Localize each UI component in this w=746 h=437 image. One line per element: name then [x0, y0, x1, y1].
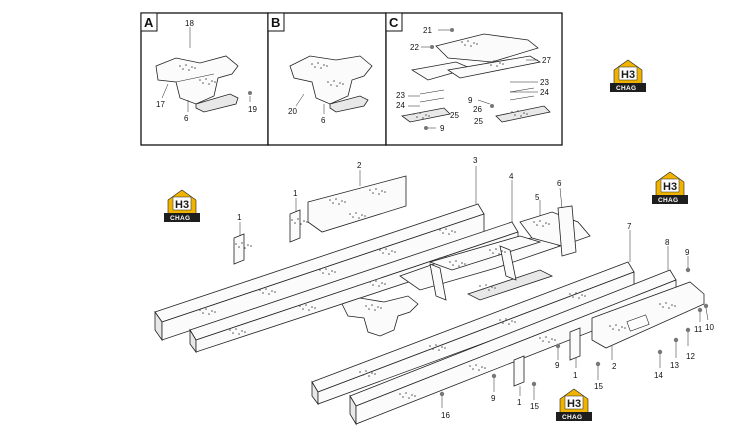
rear-crossmember [341, 295, 419, 337]
main-exploded-view: 1 1 2 3 4 5 6 7 8 9 9 9 1 1 15 15 16 2 [154, 156, 714, 426]
callout-a-6: 6 [184, 114, 189, 123]
gusset-bracket-1 [233, 233, 252, 265]
callout-9-center: 9 [555, 361, 560, 370]
svg-text:H3: H3 [621, 69, 635, 81]
detail-panel-b: B 20 6 [267, 12, 387, 146]
callout-b-6: 6 [321, 116, 326, 125]
callout-a-18: 18 [185, 19, 194, 28]
callout-12: 12 [686, 352, 695, 361]
reinforcement-plate-upper [307, 175, 407, 233]
callout-2-lower: 2 [612, 362, 617, 371]
gusset-bracket-2 [289, 209, 308, 243]
watermark-logo-top-right: H3 CHAG [609, 59, 647, 93]
callout-15-right: 15 [594, 382, 603, 391]
detail-panel-c: C 21 22 27 23 24 9 26 25 23 [385, 12, 563, 146]
callout-10: 10 [705, 323, 714, 332]
watermark-logo-bottom: H3 CHAG [555, 388, 593, 422]
callout-15-lower: 15 [530, 402, 539, 411]
callout-14: 14 [654, 371, 663, 380]
callout-16: 16 [441, 411, 450, 420]
callout-c-21: 21 [423, 26, 432, 35]
gusset-bracket-4 [569, 327, 581, 361]
callout-c-9-mid: 9 [468, 96, 473, 105]
callout-c-24-right: 24 [540, 88, 549, 97]
reinforcement-plate-lower [591, 281, 705, 349]
callout-a-19: 19 [248, 105, 257, 114]
callout-13: 13 [670, 361, 679, 370]
watermark-logo-left: H3 CHAG [163, 189, 201, 223]
callout-1-lower: 1 [517, 398, 522, 407]
callout-5: 5 [535, 193, 540, 202]
callout-9-lower: 9 [491, 394, 496, 403]
panel-letter-b: B [271, 15, 280, 30]
callout-2-upper: 2 [357, 161, 362, 170]
crossmember-bracket-5 [519, 205, 591, 257]
svg-text:H3: H3 [663, 181, 677, 193]
fasteners [439, 267, 709, 397]
svg-text:CHAG: CHAG [170, 215, 190, 222]
callout-c-25-right: 25 [474, 117, 483, 126]
detail-panel-a: A 18 17 6 19 [140, 12, 269, 146]
svg-text:H3: H3 [567, 398, 581, 410]
svg-text:CHAG: CHAG [562, 414, 582, 421]
callout-6: 6 [557, 179, 562, 188]
callout-4: 4 [509, 172, 514, 181]
callout-3: 3 [473, 156, 478, 165]
callout-9-right: 9 [685, 248, 690, 257]
svg-text:H3: H3 [175, 199, 189, 211]
watermark-logo-mid-right: H3 CHAG [651, 171, 689, 205]
callout-1-upper: 1 [293, 189, 298, 198]
callout-c-22: 22 [410, 43, 419, 52]
svg-text:CHAG: CHAG [658, 197, 678, 204]
crossmember-c [401, 33, 551, 123]
svg-text:CHAG: CHAG [616, 85, 636, 92]
callout-a-17: 17 [156, 100, 165, 109]
gusset-bracket-3 [513, 355, 525, 387]
callout-7: 7 [627, 222, 632, 231]
crossmember-b [289, 55, 373, 113]
crossmember-a [155, 55, 239, 113]
callout-c-26: 26 [473, 105, 482, 114]
callout-1-left: 1 [237, 213, 242, 222]
side-rail-right-outer [349, 269, 677, 426]
callout-c-9-bottom: 9 [440, 124, 445, 133]
side-rail-left-outer [154, 203, 485, 342]
callout-c-27: 27 [542, 56, 551, 65]
callout-c-24-left: 24 [396, 101, 405, 110]
callout-c-23-right: 23 [540, 78, 549, 87]
callout-b-20: 20 [288, 107, 297, 116]
panel-letter-c: C [389, 15, 399, 30]
callout-8: 8 [665, 238, 670, 247]
crossmember-assembly [399, 235, 562, 301]
callout-11: 11 [694, 325, 703, 334]
callout-c-23-left: 23 [396, 91, 405, 100]
callout-c-25-left: 25 [450, 111, 459, 120]
panel-letter-a: A [144, 15, 154, 30]
callout-1-center: 1 [573, 371, 578, 380]
